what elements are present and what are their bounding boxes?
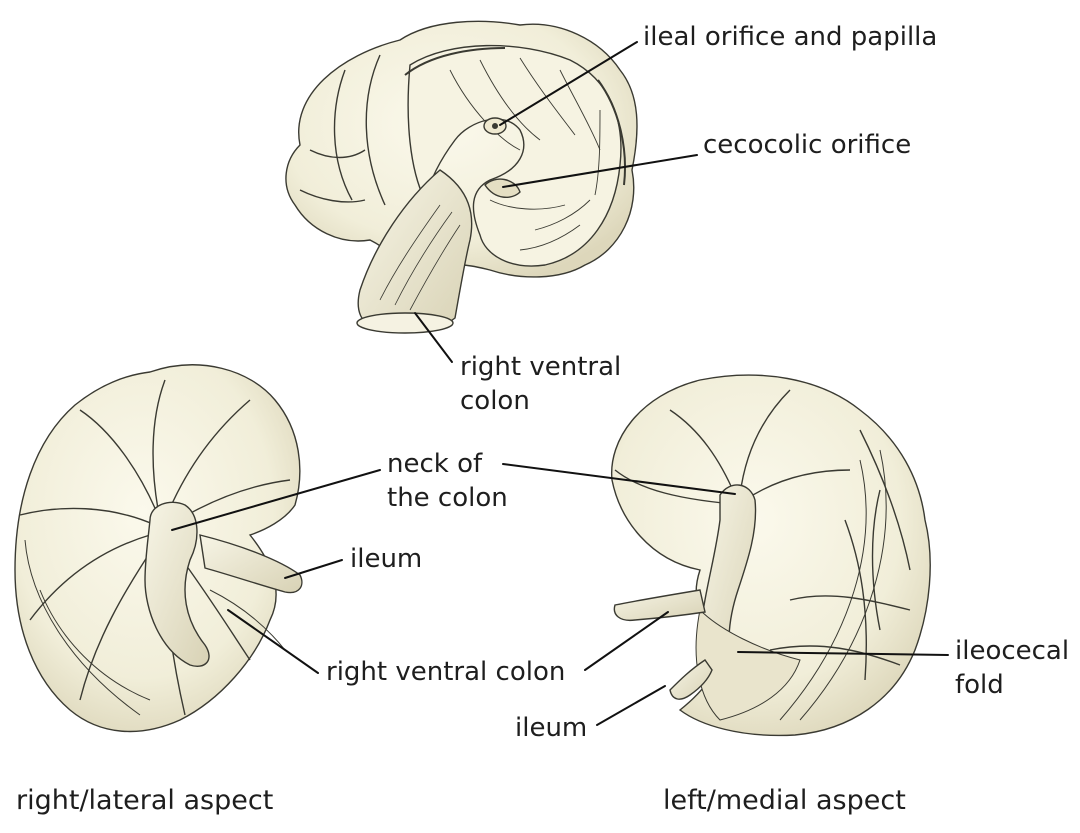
label-cecocolic-orifice: cecocolic orifice	[703, 130, 912, 160]
caption-left-medial-aspect: left/medial aspect	[663, 785, 906, 816]
leader-rvc-bottom	[227, 609, 319, 674]
label-ileocecal-fold-line2: fold	[955, 670, 1004, 700]
leader-lines	[171, 41, 949, 726]
leader-neck-left	[171, 469, 381, 531]
cecum-left-drawing	[14, 364, 303, 733]
label-ileum-right: ileum	[515, 713, 588, 743]
leader-cecocolic-orifice	[502, 154, 698, 188]
label-ileum-left: ileum	[350, 544, 423, 574]
label-right-ventral-colon-bottom: right ventral colon	[326, 657, 566, 687]
cecum-top-drawing	[285, 20, 638, 334]
label-right-ventral-colon-top-line2: colon	[460, 386, 530, 416]
leader-rvc-top	[414, 312, 453, 363]
label-neck-of-colon-line1: neck of	[387, 449, 483, 479]
label-ileocecal-fold-line1: ileocecal	[955, 636, 1070, 666]
caption-right-lateral-aspect: right/lateral aspect	[16, 785, 274, 816]
label-neck-of-colon-line2: the colon	[387, 483, 508, 513]
leader-ileocecal	[737, 651, 949, 656]
leader-ileum-left	[284, 559, 343, 579]
leader-rvc-bottom-right	[584, 611, 669, 671]
cecum-right-drawing	[611, 374, 931, 737]
leader-neck-right	[502, 463, 736, 495]
leader-ileum-right	[596, 685, 666, 726]
label-ileal-orifice-and-papilla: ileal orifice and papilla	[643, 22, 938, 52]
label-right-ventral-colon-top-line1: right ventral	[460, 352, 622, 382]
leader-ileal-orifice	[499, 41, 638, 126]
